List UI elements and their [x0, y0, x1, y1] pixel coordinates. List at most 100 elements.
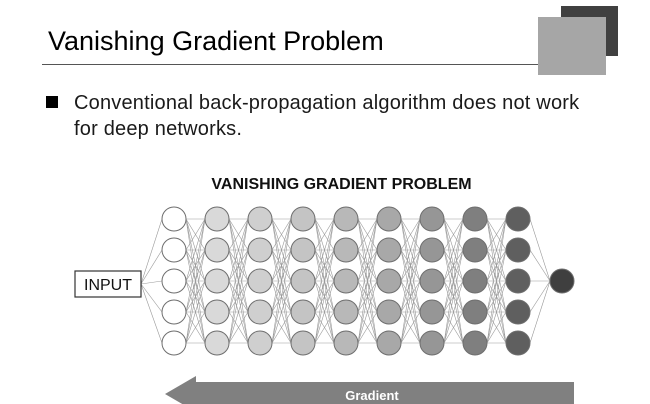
- layer-node: [419, 330, 445, 356]
- layer-node: [419, 206, 445, 232]
- input-connection: [140, 249, 163, 285]
- layer-connection: [185, 311, 206, 344]
- layer-node: [333, 299, 359, 325]
- input-connection: [140, 283, 163, 313]
- layer-connection: [443, 280, 464, 344]
- layer-connection: [314, 218, 335, 344]
- layer-connection: [314, 218, 335, 251]
- layer-node: [505, 330, 531, 356]
- layer-node: [333, 330, 359, 356]
- layer-connection: [486, 218, 507, 313]
- layer-node: [376, 330, 402, 356]
- input-label: INPUT: [84, 277, 132, 294]
- layer-connection: [357, 218, 378, 344]
- layer-node: [419, 237, 445, 263]
- layer-connection: [314, 249, 335, 344]
- layer-connection: [185, 218, 206, 282]
- layer-connection: [357, 280, 378, 344]
- layer-node: [333, 268, 359, 294]
- layer-node: [247, 268, 273, 294]
- layer-node: [462, 206, 488, 232]
- layer-node: [161, 268, 187, 294]
- diagram-title: VANISHING GRADIENT PROBLEM: [211, 176, 472, 193]
- left-arrow-icon: [165, 376, 574, 404]
- layer-connection: [271, 280, 292, 344]
- layer-connection: [486, 249, 507, 344]
- title-underline: [42, 64, 538, 65]
- layer-connection: [443, 218, 464, 344]
- layer-node: [204, 330, 230, 356]
- layer-connection: [228, 311, 249, 344]
- layer-connection: [185, 218, 206, 344]
- layer-node: [376, 268, 402, 294]
- layer-node: [290, 330, 316, 356]
- layer-node: [419, 299, 445, 325]
- layer-node: [247, 206, 273, 232]
- layer-connection: [314, 218, 335, 282]
- layer-connection: [486, 280, 507, 344]
- layer-node: [505, 268, 531, 294]
- layer-node: [247, 330, 273, 356]
- layer-connection: [228, 218, 249, 251]
- layer-node: [161, 237, 187, 263]
- layer-node: [505, 206, 531, 232]
- layer-connection: [314, 311, 335, 344]
- layer-connection: [228, 218, 249, 282]
- layer-connection: [443, 249, 464, 344]
- layer-node: [204, 237, 230, 263]
- bullet-text: Conventional back-propagation algorithm …: [74, 92, 580, 140]
- layer-connection: [486, 311, 507, 344]
- layer-connection: [443, 218, 464, 251]
- layer-node: [505, 237, 531, 263]
- layer-node: [376, 206, 402, 232]
- corner-decoration-gray: [538, 17, 606, 75]
- layer-connection: [271, 311, 292, 344]
- layer-connection: [228, 218, 249, 344]
- layer-node: [376, 299, 402, 325]
- layer-connection: [400, 218, 421, 313]
- layer-connection: [271, 218, 292, 282]
- layer-connection: [357, 218, 378, 282]
- network-nodes: [161, 206, 575, 356]
- layer-node: [505, 299, 531, 325]
- layer-node: [333, 206, 359, 232]
- layer-connection: [357, 218, 378, 313]
- layer-node: [161, 299, 187, 325]
- input-connection: [140, 218, 163, 285]
- layer-connection: [400, 218, 421, 251]
- layer-node: [204, 206, 230, 232]
- layer-connection: [357, 311, 378, 344]
- layer-connection: [400, 218, 421, 344]
- layer-connection: [314, 280, 335, 344]
- layer-node: [161, 330, 187, 356]
- layer-node: [247, 237, 273, 263]
- layer-connection: [228, 280, 249, 344]
- layer-node: [290, 299, 316, 325]
- layer-connection: [271, 218, 292, 344]
- layer-connection: [400, 249, 421, 344]
- layer-connection: [185, 218, 206, 313]
- layer-node: [462, 330, 488, 356]
- layer-connection: [314, 218, 335, 313]
- layer-node: [247, 299, 273, 325]
- layer-node: [290, 237, 316, 263]
- input-box: INPUT: [74, 270, 142, 298]
- layer-connection: [529, 280, 551, 313]
- layer-node: [462, 299, 488, 325]
- layer-connection: [271, 249, 292, 344]
- square-bullet-icon: [46, 96, 58, 108]
- layer-connection: [529, 280, 551, 344]
- network-connections: [140, 218, 551, 344]
- input-connection: [140, 280, 163, 285]
- layer-node: [462, 237, 488, 263]
- layer-connection: [443, 218, 464, 313]
- layer-node: [462, 268, 488, 294]
- layer-node: [161, 206, 187, 232]
- layer-connection: [357, 249, 378, 344]
- gradient-arrow: Gradient: [165, 376, 574, 404]
- layer-node: [419, 268, 445, 294]
- input-box-frame: [74, 270, 142, 298]
- gradient-label: Gradient: [345, 388, 399, 403]
- layer-node: [204, 268, 230, 294]
